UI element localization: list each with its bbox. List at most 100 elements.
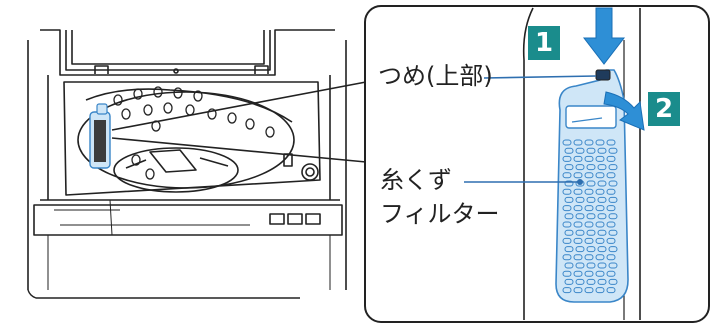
mesh-cell — [575, 229, 585, 236]
mesh-cell — [584, 254, 594, 261]
mesh-cell — [564, 147, 574, 154]
mesh-cell — [595, 188, 605, 195]
mesh-cell — [606, 221, 616, 228]
mesh-cell — [562, 188, 572, 195]
step-1-number: 1 — [534, 28, 554, 58]
mesh-cell — [584, 188, 594, 195]
mesh-cell — [606, 270, 616, 277]
washing-machine-illustration — [27, 29, 347, 299]
mesh-cell — [573, 254, 583, 261]
mesh-cell — [573, 237, 583, 244]
mesh-cell — [608, 229, 618, 236]
mesh-cell — [595, 287, 605, 294]
mesh-cell — [584, 221, 594, 228]
pull-forward-arrow-icon — [603, 91, 645, 131]
mesh-cell — [586, 278, 596, 285]
leader-lines — [464, 75, 597, 183]
mesh-cell — [562, 287, 572, 294]
mesh-cell — [575, 262, 585, 269]
mesh-cell — [597, 213, 607, 220]
claw-label: つめ(上部) — [378, 62, 493, 90]
mesh-cell — [595, 139, 605, 146]
mesh-cell — [608, 246, 618, 253]
mesh-cell — [586, 262, 596, 269]
lint-filter-label-line1: 糸くず — [380, 166, 452, 194]
mesh-cell — [573, 188, 583, 195]
mesh-cell — [597, 164, 607, 171]
mesh-cell — [586, 229, 596, 236]
mesh-cell — [584, 139, 594, 146]
mesh-cell — [608, 180, 618, 187]
mesh-cell — [586, 246, 596, 253]
mesh-cell — [562, 139, 572, 146]
mesh-cell — [573, 287, 583, 294]
mesh-cell — [573, 172, 583, 179]
mesh-cell — [606, 172, 616, 179]
mesh-cell — [562, 155, 572, 162]
mesh-cell — [597, 278, 607, 285]
mesh-cell — [606, 237, 616, 244]
mesh-cell — [595, 254, 605, 261]
mesh-cell — [608, 213, 618, 220]
mesh-cell — [595, 205, 605, 212]
mesh-cell — [564, 213, 574, 220]
mesh-cell — [562, 172, 572, 179]
mesh-cell — [562, 254, 572, 261]
mesh-cell — [573, 221, 583, 228]
mesh-cell — [608, 278, 618, 285]
mesh-cell — [575, 213, 585, 220]
mesh-cell — [584, 237, 594, 244]
mesh-cell — [586, 147, 596, 154]
filter-leader-dot — [577, 179, 583, 185]
mesh-cell — [595, 237, 605, 244]
mesh-cell — [562, 205, 572, 212]
mesh-cell — [564, 180, 574, 187]
mesh-cell — [595, 221, 605, 228]
mesh-cell — [597, 147, 607, 154]
mesh-cell — [606, 287, 616, 294]
mesh-cell — [606, 254, 616, 261]
mesh-cell — [573, 139, 583, 146]
mesh-cell — [562, 221, 572, 228]
mesh-cell — [586, 196, 596, 203]
mesh-cell — [564, 278, 574, 285]
push-down-arrow-icon — [582, 7, 626, 65]
mesh-cell — [564, 164, 574, 171]
mesh-cell — [608, 164, 618, 171]
mesh-cell — [595, 270, 605, 277]
step-2-badge — [648, 92, 680, 126]
mesh-cell — [573, 155, 583, 162]
mesh-cell — [575, 196, 585, 203]
mesh-cell — [564, 262, 574, 269]
lint-filter-label-line2: フィルター — [380, 200, 500, 228]
mesh-cell — [584, 172, 594, 179]
mesh-cell — [597, 262, 607, 269]
mesh-cell — [597, 229, 607, 236]
step-2-number: 2 — [654, 94, 674, 124]
mesh-cell — [575, 147, 585, 154]
mesh-cell — [586, 213, 596, 220]
mesh-cell — [575, 246, 585, 253]
mesh-cell — [608, 262, 618, 269]
mesh-cell — [564, 246, 574, 253]
drum-lint-filter-small — [89, 103, 111, 169]
mesh-cell — [584, 205, 594, 212]
mesh-cell — [573, 205, 583, 212]
mesh-cell — [597, 180, 607, 187]
mesh-cell — [564, 196, 574, 203]
mesh-cell — [562, 237, 572, 244]
mesh-cell — [586, 164, 596, 171]
mesh-cell — [606, 155, 616, 162]
mesh-cell — [606, 139, 616, 146]
step-1-badge — [528, 26, 560, 60]
mesh-cell — [586, 180, 596, 187]
mesh-cell — [608, 196, 618, 203]
mesh-cell — [562, 270, 572, 277]
lint-filter-detail — [555, 69, 629, 303]
mesh-cell — [573, 270, 583, 277]
filter-claw — [595, 69, 611, 81]
mesh-cell — [606, 205, 616, 212]
zoom-connector-lines — [111, 81, 367, 163]
mesh-cell — [584, 287, 594, 294]
